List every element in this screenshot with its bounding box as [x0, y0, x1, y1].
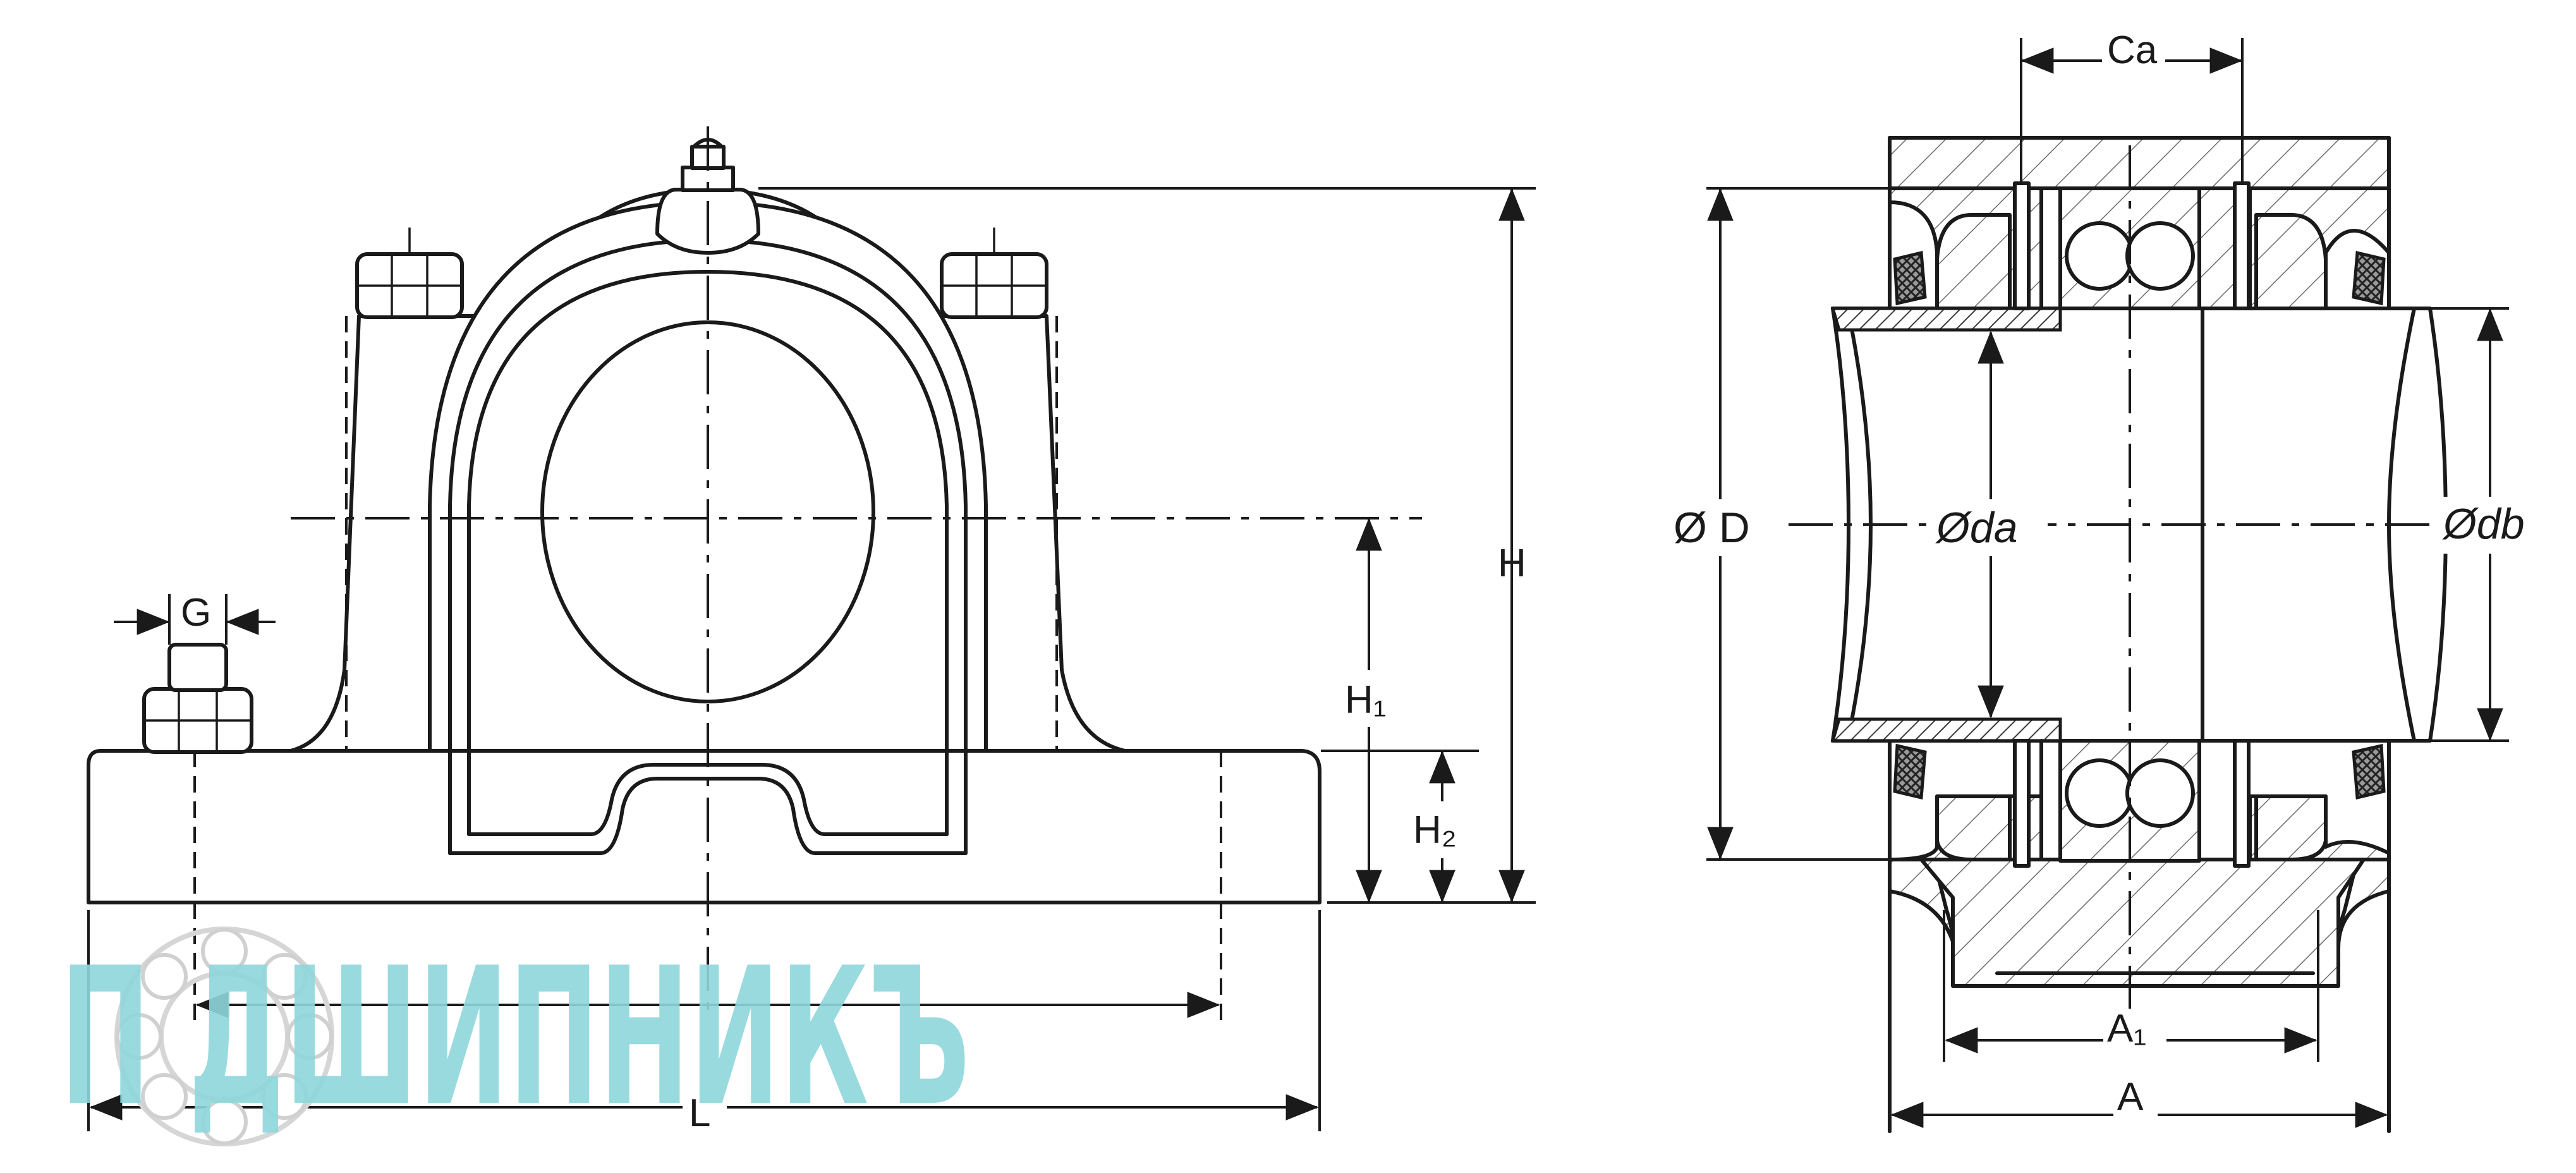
label-A1: A₁ [2107, 1007, 2146, 1050]
section-dimensions: Ca Ø D Øda Ødb A₁ A [1668, 28, 2547, 1128]
grease-nipple [655, 130, 760, 255]
adapter-sleeve-bottom [1830, 717, 2062, 743]
watermark-text: П ДШИПНИКЪ [60, 927, 970, 1148]
section-view [1789, 136, 2490, 1133]
housing-base [87, 749, 1321, 904]
watermark-logo: П ДШИПНИКЪ [60, 927, 970, 1148]
label-H1: H₁ [1345, 678, 1387, 722]
seal-top-right [2352, 250, 2386, 306]
label-A: A [2117, 1075, 2144, 1119]
ball-bottom-right [2125, 758, 2195, 828]
ball-top-left [2065, 221, 2134, 291]
ball-bottom-left [2065, 758, 2134, 828]
cap-bolt-right [940, 228, 1048, 319]
label-G: G [181, 591, 211, 635]
seal-top-left [1893, 250, 1927, 306]
label-H: H [1498, 542, 1526, 585]
foot-bolt [142, 643, 253, 754]
ball-top-right [2125, 221, 2195, 291]
seal-bottom-right [2352, 743, 2386, 800]
label-L: L [689, 1091, 710, 1135]
bearing-logo-icon [114, 927, 334, 1146]
label-H2: H₂ [1413, 808, 1457, 852]
front-view [87, 126, 1422, 1024]
front-dimensions: H H₁ H₂ G L [87, 187, 1536, 1136]
seal-bottom-left [1893, 743, 1927, 800]
label-D: Ø D [1674, 504, 1750, 552]
label-Ca: Ca [2107, 28, 2158, 72]
bore [540, 320, 875, 703]
adapter-sleeve-top [1830, 307, 2062, 332]
cap-inner-arch-2 [467, 270, 949, 836]
cap-bolt-left [355, 228, 464, 319]
label-db: Ødb [2442, 500, 2525, 548]
label-da: Øda [1935, 504, 2018, 552]
